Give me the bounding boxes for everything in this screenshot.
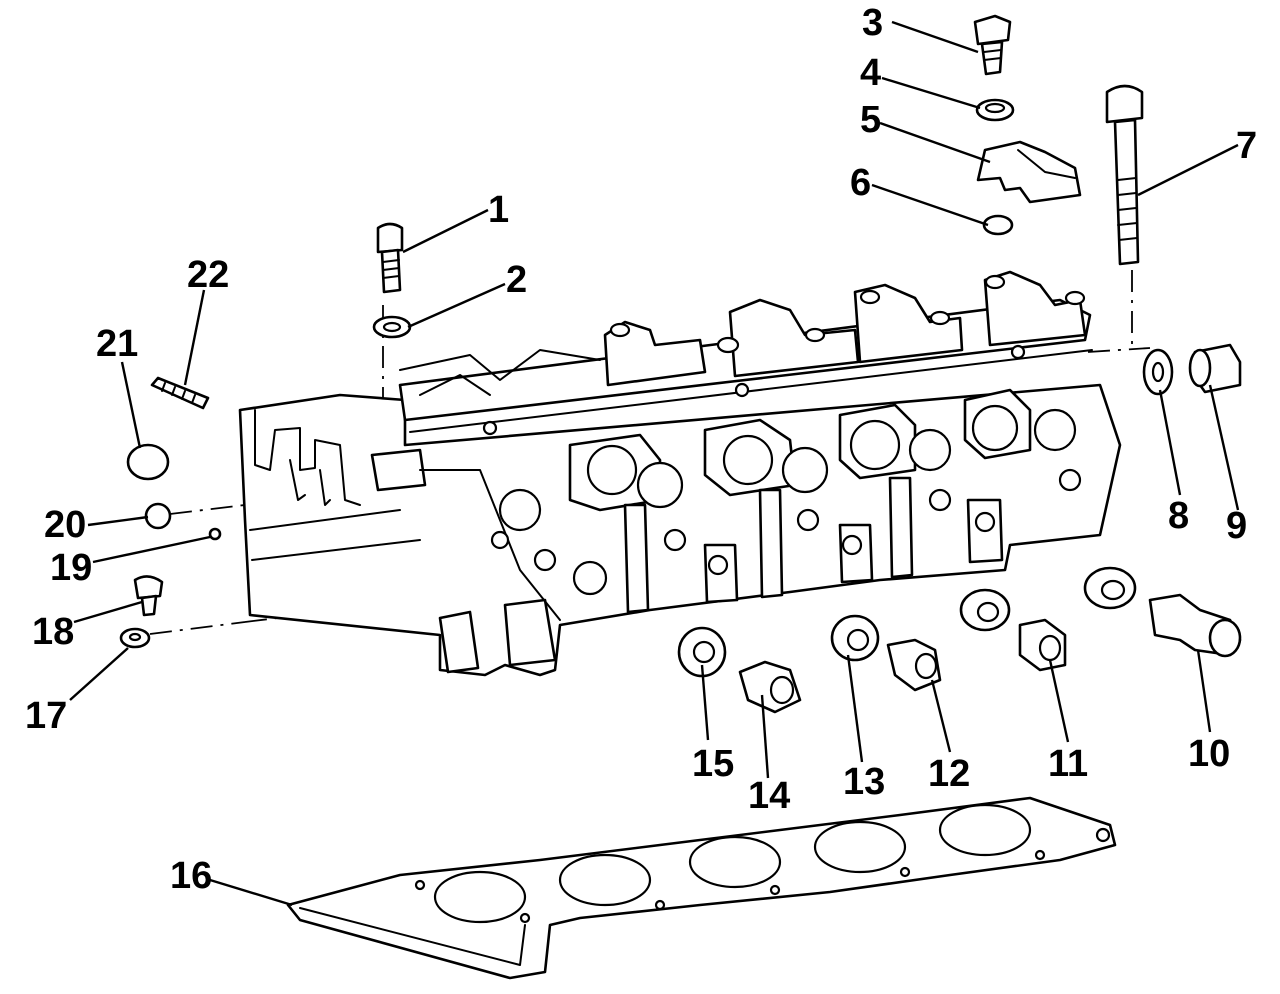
part-washer-small (975, 98, 1015, 122)
part-plug (1188, 343, 1242, 394)
callout-5: 5 (860, 99, 881, 141)
part-screw-plug-c (677, 626, 802, 714)
part-bolt-small (973, 14, 1012, 76)
cylinder-head-block (238, 270, 1122, 677)
callout-22: 22 (187, 254, 229, 296)
part-bearing-cap (976, 140, 1082, 204)
part-pin (208, 527, 222, 541)
callout-8: 8 (1168, 495, 1189, 537)
callout-13: 13 (843, 761, 885, 803)
part-sealing-ring (1142, 348, 1174, 396)
part-cap (126, 443, 170, 481)
part-small-bolt (133, 575, 164, 617)
callout-20: 20 (44, 504, 86, 546)
part-dowel (982, 214, 1014, 236)
callout-19: 19 (50, 547, 92, 589)
callout-21: 21 (96, 323, 138, 365)
callout-17: 17 (25, 695, 67, 737)
callout-labels: 1 2 3 4 5 6 7 8 9 10 11 12 13 14 15 16 1… (25, 2, 1257, 897)
callout-9: 9 (1226, 505, 1247, 547)
part-small-washer (119, 627, 151, 649)
callout-11: 11 (1048, 743, 1088, 785)
callout-2: 2 (506, 259, 527, 301)
callout-4: 4 (860, 52, 881, 94)
part-bolt (376, 222, 404, 294)
leader-lines (69, 20, 1240, 907)
part-head-bolt (1105, 84, 1144, 266)
callout-14: 14 (748, 775, 790, 817)
callout-7: 7 (1236, 125, 1257, 167)
callout-10: 10 (1188, 733, 1230, 775)
callout-16: 16 (170, 855, 212, 897)
part-screw-plug-b (830, 614, 942, 692)
part-stud (150, 376, 210, 410)
callout-6: 6 (850, 162, 871, 204)
part-sensor (1083, 566, 1242, 658)
callout-1: 1 (488, 189, 509, 231)
part-screw-plug-a (959, 588, 1067, 672)
callout-12: 12 (928, 753, 970, 795)
callout-15: 15 (692, 743, 734, 785)
part-washer (372, 315, 412, 339)
callout-18: 18 (32, 611, 74, 653)
part-head-gasket (286, 796, 1117, 980)
callout-3: 3 (862, 2, 883, 44)
part-ball (144, 502, 172, 530)
